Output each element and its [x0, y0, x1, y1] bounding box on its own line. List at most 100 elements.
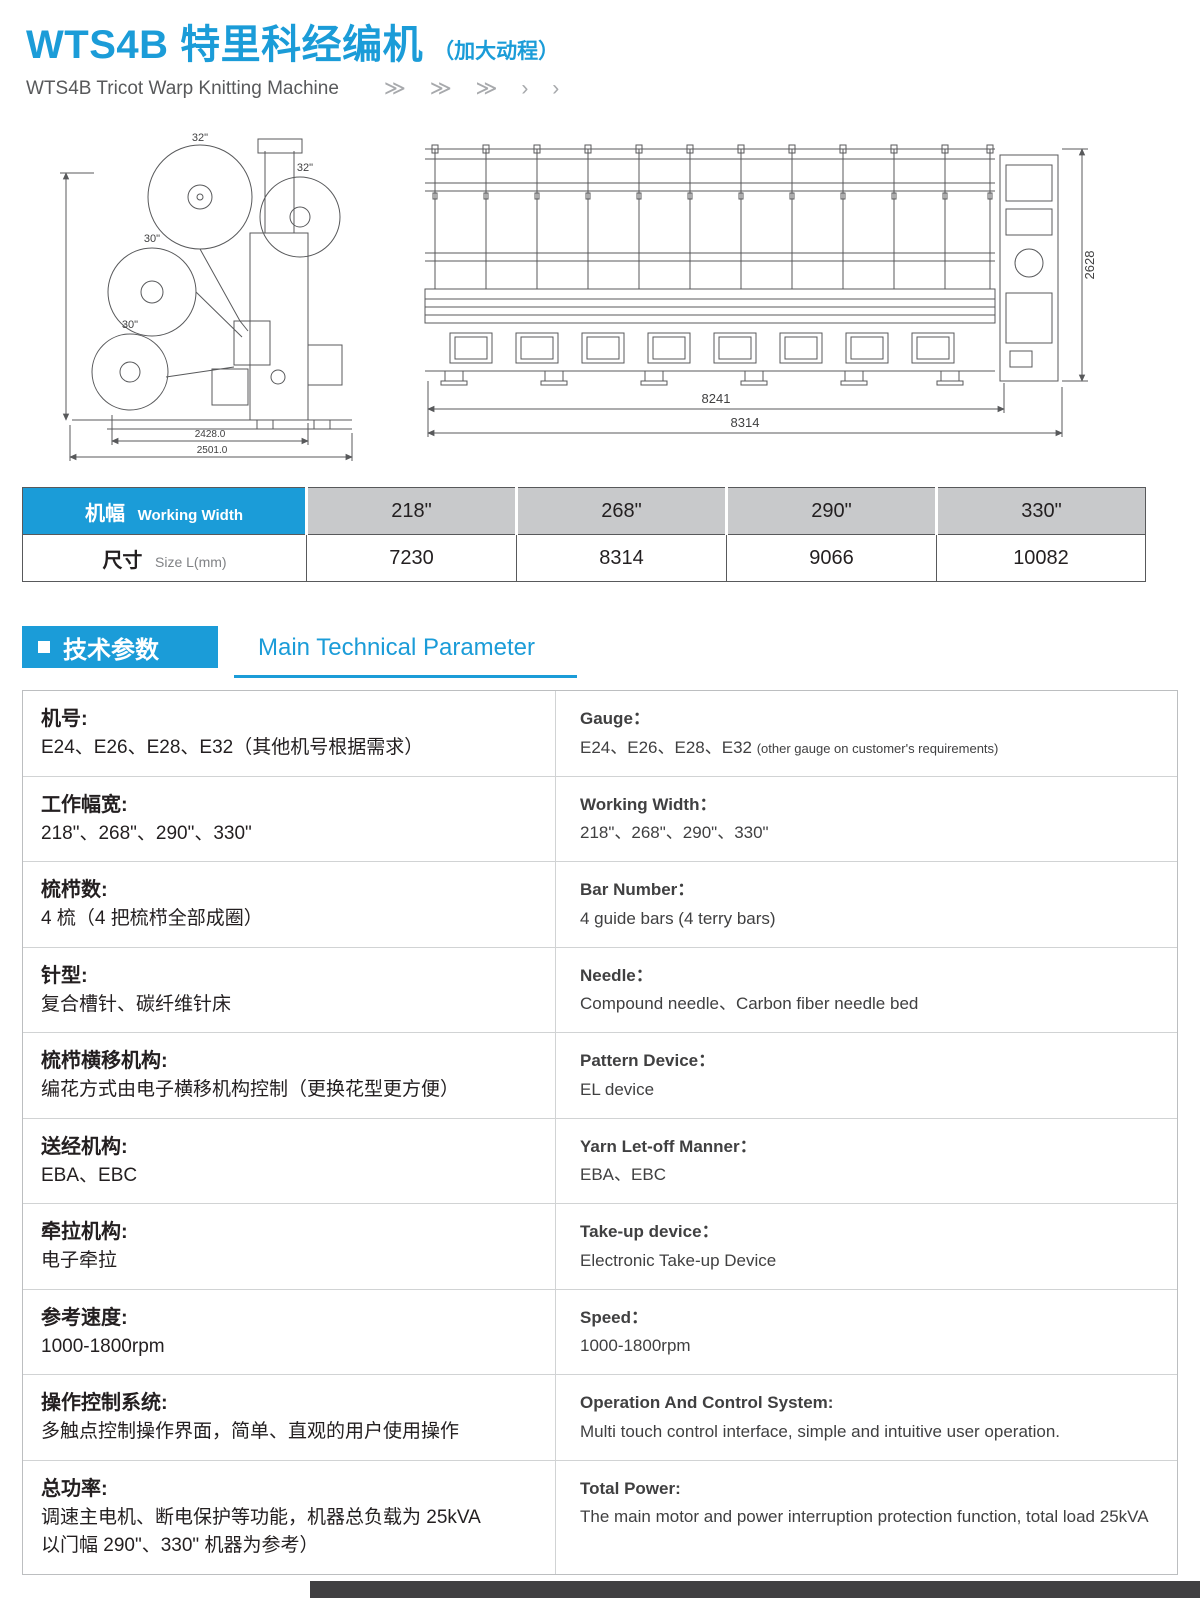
param-cn-value: 1000-1800rpm — [41, 1335, 165, 1357]
beam-label-1: 32" — [192, 132, 208, 144]
page-title-cn: WTS4B 特里科经编机 — [26, 23, 424, 67]
size-cell-4: 10082 — [936, 534, 1146, 582]
machine-front-view-drawing: 2628 8241 8314 — [424, 144, 1097, 437]
param-en-value: The main motor and power interruption pr… — [580, 1507, 1149, 1526]
param-cell-cn: 针型: 复合槽针、碳纤维针床 — [23, 947, 556, 1032]
param-cell-cn: 梳栉横移机构: 编花方式由电子横移机构控制（更换花型更方便） — [23, 1033, 556, 1118]
page-title-suffix: （加大动程） — [433, 40, 560, 63]
param-row-speed: 参考速度: 1000-1800rpm Speed： 1000-1800rpm — [23, 1289, 1177, 1375]
param-cell-cn: 梳栉数: 4 梳（4 把梳栉全部成圈） — [23, 862, 556, 947]
param-en-value: EL device — [580, 1079, 655, 1099]
square-bullet-icon — [38, 641, 50, 653]
param-cell-en: Operation And Control System: Multi touc… — [556, 1375, 1177, 1460]
param-cell-cn: 总功率: 调速主电机、断电保护等功能，机器总负载为 25kVA 以门幅 290"… — [23, 1460, 556, 1574]
param-cell-en: Take-up device： Electronic Take-up Devic… — [556, 1204, 1177, 1289]
working-width-label-cn: 机幅 — [85, 502, 126, 525]
param-cell-en: Speed： 1000-1800rpm — [556, 1290, 1177, 1375]
param-row-yarn-letoff: 送经机构: EBA、EBC Yarn Let-off Manner： EBA、E… — [23, 1118, 1177, 1204]
param-row-control-system: 操作控制系统: 多触点控制操作界面，简单、直观的用户使用操作 Operation… — [23, 1375, 1177, 1461]
param-row-working-width: 工作幅宽: 218"、268"、290"、330" Working Width：… — [23, 776, 1177, 862]
param-cn-label: 总功率: — [41, 1477, 108, 1500]
size-table-value-row: 尺寸 Size L(mm) 7230 8314 9066 10082 — [22, 534, 1146, 582]
param-en-value: E24、E26、E28、E32 (other gauge on customer… — [580, 737, 999, 757]
technical-drawings: 32" 32" 30" 30" 2428.0 2501.0 — [0, 115, 1200, 467]
beam-label-4: 30" — [122, 319, 138, 331]
param-en-value: 4 guide bars (4 terry bars) — [580, 908, 776, 928]
param-row-pattern-device: 梳栉横移机构: 编花方式由电子横移机构控制（更换花型更方便） Pattern D… — [23, 1033, 1177, 1119]
size-cell-2: 8314 — [516, 534, 727, 582]
width-cell-3: 290" — [726, 487, 938, 535]
param-en-label: Total Power: — [580, 1478, 681, 1498]
subtitle-row: WTS4B Tricot Warp Knitting Machine ≫ ≫ ≫… — [26, 76, 1200, 101]
param-cell-cn: 操作控制系统: 多触点控制操作界面，简单、直观的用户使用操作 — [23, 1375, 556, 1460]
param-cn-label: 针型: — [41, 964, 88, 987]
param-cell-cn: 参考速度: 1000-1800rpm — [23, 1289, 556, 1374]
param-cn-label: 梳栉横移机构: — [41, 1050, 168, 1072]
section-heading: 技术参数 Main Technical Parameter — [22, 626, 1200, 678]
size-table-header-row: 机幅 Working Width 218" 268" 290" 330" — [22, 487, 1146, 535]
param-row-take-up: 牵拉机构: 电子牵拉 Take-up device： Electronic Ta… — [23, 1204, 1177, 1290]
size-label-cn: 尺寸 — [102, 549, 143, 572]
width-cell-4: 330" — [936, 487, 1146, 535]
param-cell-en: Pattern Device： EL device — [556, 1033, 1177, 1118]
param-cn-value-line2: 以门幅 290"、330" 机器为参考） — [41, 1535, 319, 1556]
chevron-decoration-icon: ≫ ≫ ≫ › › — [383, 77, 569, 100]
param-cn-label: 参考速度: — [41, 1306, 128, 1329]
size-label-en: Size L(mm) — [155, 553, 227, 570]
param-en-value: Electronic Take-up Device — [580, 1250, 777, 1270]
param-en-label: Operation And Control System: — [580, 1393, 834, 1412]
size-table: 机幅 Working Width 218" 268" 290" 330" 尺寸 … — [22, 487, 1146, 582]
param-cell-cn: 机号: E24、E26、E28、E32（其他机号根据需求） — [23, 691, 556, 776]
param-cn-value: 调速主电机、断电保护等功能，机器总负载为 25kVA — [41, 1506, 481, 1528]
param-en-label: Take-up device： — [580, 1222, 719, 1241]
param-cell-cn: 工作幅宽: 218"、268"、290"、330" — [23, 776, 556, 861]
beam-label-2: 32" — [297, 162, 313, 174]
section-badge: 技术参数 — [22, 626, 218, 668]
side-dim-outer: 2501.0 — [197, 445, 228, 456]
front-outer-width-dim: 8314 — [731, 415, 760, 430]
working-width-label-en: Working Width — [137, 506, 243, 524]
parameter-table: 机号: E24、E26、E28、E32（其他机号根据需求） Gauge： E24… — [22, 690, 1178, 1575]
param-cell-en: Working Width： 218"、268"、290"、330" — [556, 777, 1177, 862]
width-cell-2: 268" — [516, 487, 728, 535]
beam-label-3: 30" — [144, 233, 160, 245]
param-cn-label: 送经机构: — [41, 1135, 128, 1158]
param-cn-label: 工作幅宽: — [41, 793, 128, 816]
param-cell-en: Total Power: The main motor and power in… — [556, 1461, 1177, 1574]
param-cell-cn: 牵拉机构: 电子牵拉 — [23, 1204, 556, 1289]
param-en-label: Gauge： — [580, 709, 650, 728]
front-inner-width-dim: 8241 — [702, 391, 731, 406]
machine-side-view-drawing: 32" 32" 30" 30" 2428.0 2501.0 — [60, 132, 353, 461]
header: WTS4B 特里科经编机 （加大动程） WTS4B Tricot Warp Kn… — [0, 0, 1200, 101]
param-cn-value: EBA、EBC — [41, 1164, 138, 1186]
param-row-gauge: 机号: E24、E26、E28、E32（其他机号根据需求） Gauge： E24… — [23, 691, 1177, 777]
param-cn-value: 多触点控制操作界面，简单、直观的用户使用操作 — [41, 1421, 460, 1442]
param-row-total-power: 总功率: 调速主电机、断电保护等功能，机器总负载为 25kVA 以门幅 290"… — [23, 1460, 1177, 1574]
param-en-label: Yarn Let-off Manner： — [580, 1136, 757, 1156]
param-en-value: 218"、268"、290"、330" — [580, 823, 769, 842]
param-cn-label: 牵拉机构: — [41, 1221, 128, 1243]
param-cn-label: 梳栉数: — [41, 879, 108, 901]
size-cell-1: 7230 — [306, 534, 517, 582]
param-en-value: 1000-1800rpm — [580, 1336, 691, 1355]
side-dim-inner: 2428.0 — [195, 429, 226, 440]
param-cn-value: E24、E26、E28、E32（其他机号根据需求） — [41, 737, 424, 758]
param-en-label: Speed： — [580, 1307, 649, 1327]
param-en-label: Pattern Device： — [580, 1051, 716, 1070]
page-title: WTS4B 特里科经编机 （加大动程） — [26, 12, 1200, 70]
param-en-value: Multi touch control interface, simple an… — [580, 1421, 1061, 1441]
param-cn-value: 4 梳（4 把梳栉全部成圈） — [41, 908, 263, 929]
param-cn-value: 电子牵拉 — [41, 1250, 118, 1271]
footer-bar — [310, 1581, 1200, 1598]
working-width-header-cell: 机幅 Working Width — [22, 487, 308, 535]
param-cell-en: Bar Number： 4 guide bars (4 terry bars) — [556, 862, 1177, 947]
section-title-en: Main Technical Parameter — [234, 634, 578, 678]
param-cn-label: 机号: — [41, 708, 88, 730]
param-cell-en: Gauge： E24、E26、E28、E32 (other gauge on c… — [556, 691, 1177, 776]
param-cn-label: 操作控制系统: — [41, 1392, 168, 1414]
param-row-needle: 针型: 复合槽针、碳纤维针床 Needle： Compound needle、C… — [23, 947, 1177, 1033]
param-cell-en: Needle： Compound needle、Carbon fiber nee… — [556, 948, 1177, 1033]
param-cn-value: 复合槽针、碳纤维针床 — [41, 993, 232, 1015]
param-cell-cn: 送经机构: EBA、EBC — [23, 1118, 556, 1203]
